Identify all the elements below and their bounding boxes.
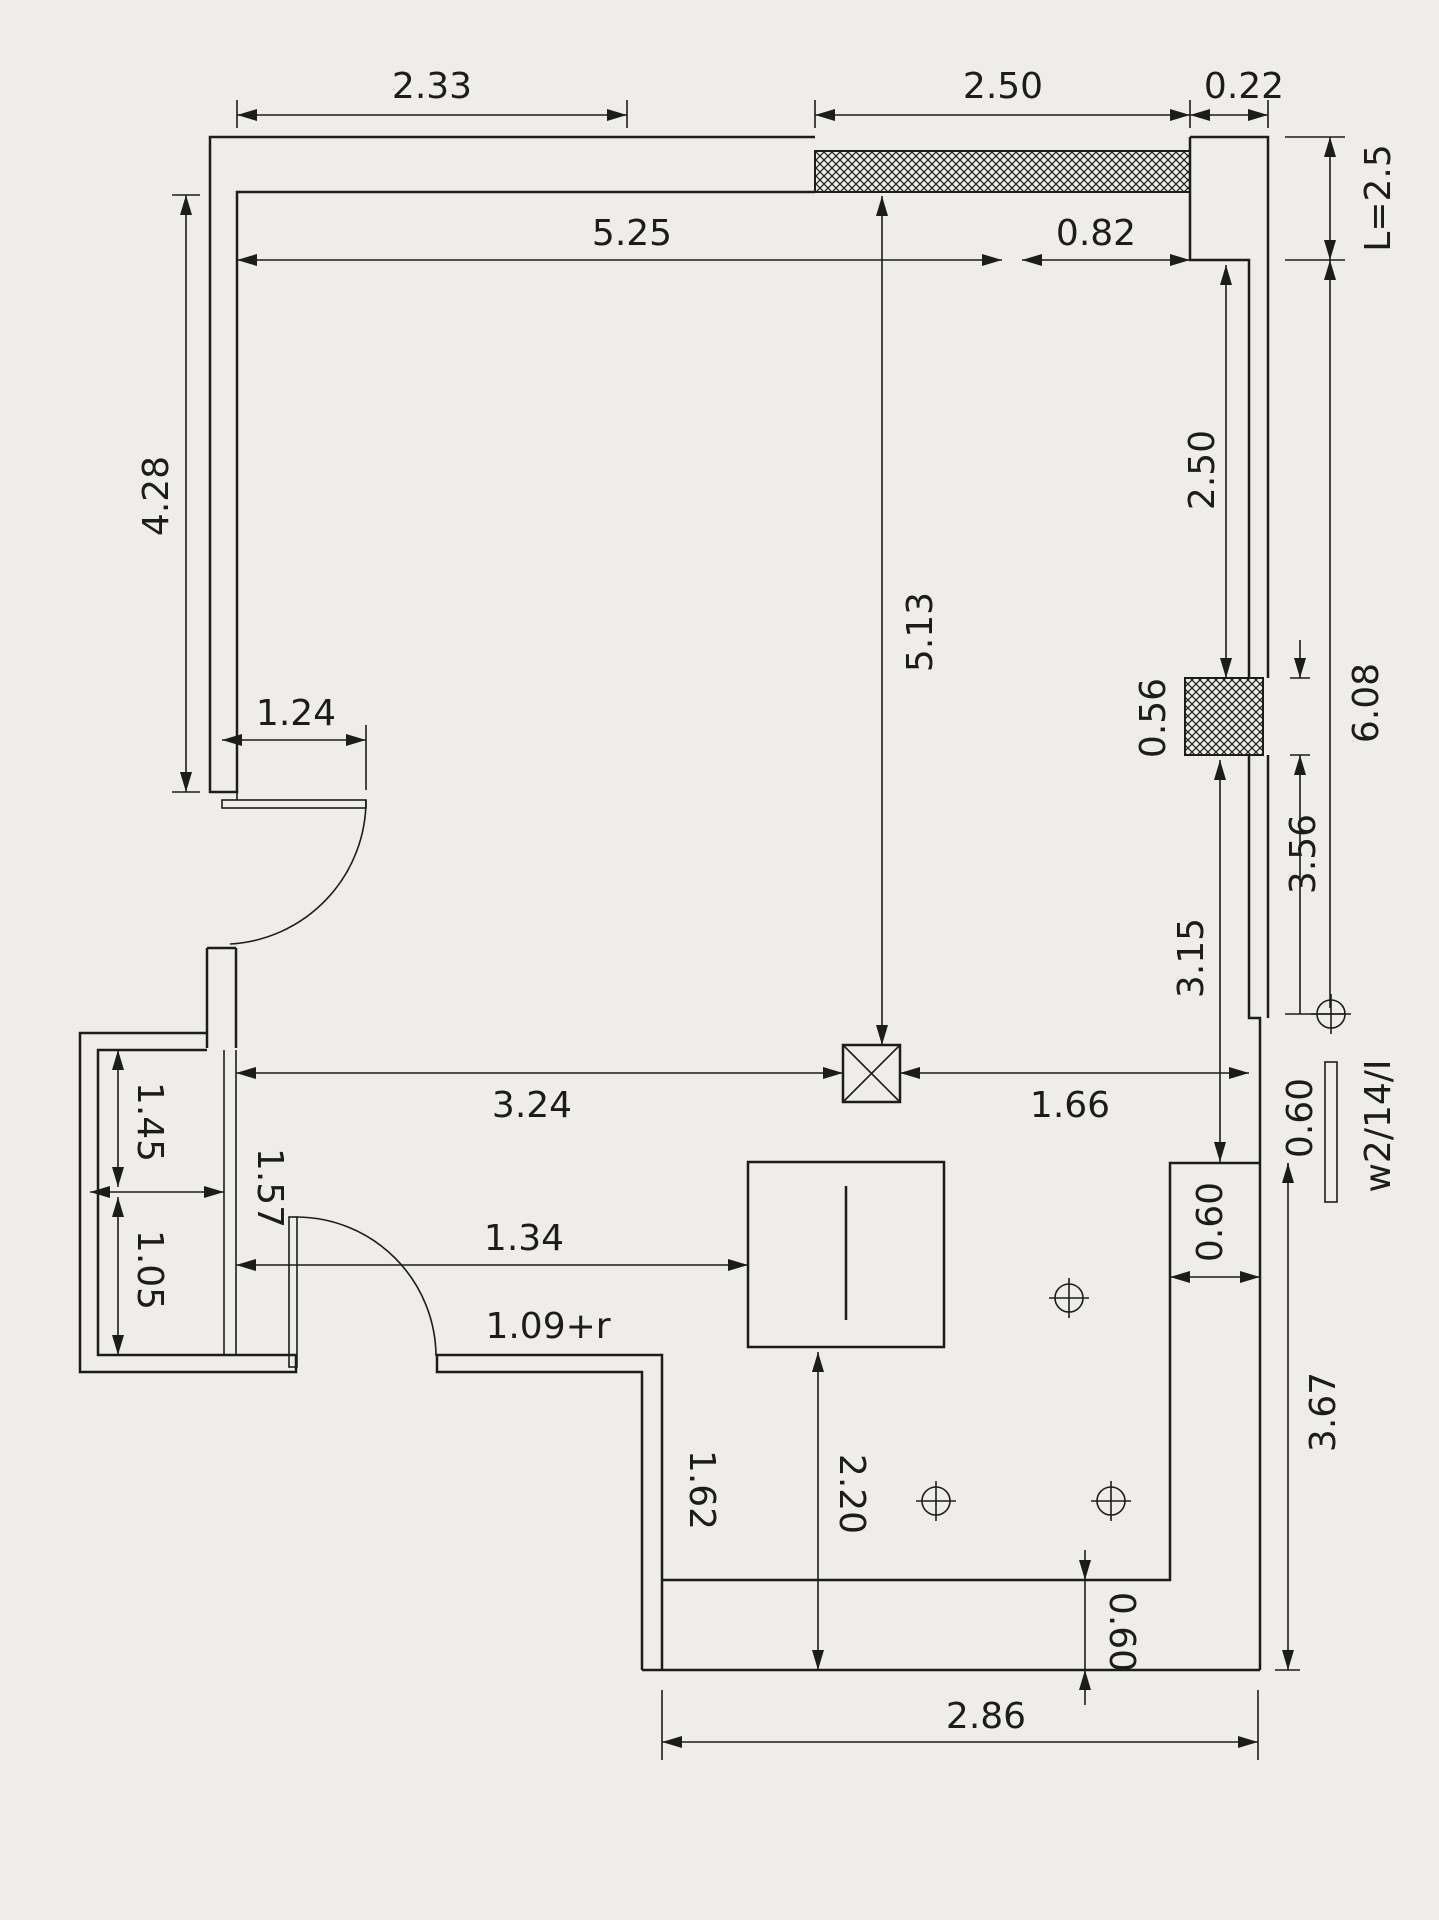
dim-box-to-bottom: 2.20 [831,1454,872,1534]
dim-lower-wall: 1.62 [681,1450,722,1530]
dim-closet-upper: 1.45 [129,1082,170,1162]
dim-right-upper: 2.50 [1182,430,1223,510]
socket-1 [1049,1278,1089,1318]
dim-step-right-width: 0.60 [1190,1182,1231,1262]
closet-wall [78,1031,298,1374]
dim-inner-top-width: 5.25 [592,213,672,254]
dim-center-height: 5.13 [900,592,941,672]
dim-column-width: 0.56 [1133,678,1174,758]
dim-center-to-right: 1.66 [1030,1085,1110,1126]
top-left-wall [208,135,815,794]
dimension-labels: 2.33 2.50 0.22 5.25 0.82 1.24 3.24 1.66 … [129,66,1399,1737]
dim-wall-thickness-right: 0.60 [1280,1078,1321,1158]
dim-door-width: 1.24 [256,693,336,734]
door-leaf-entry [221,799,367,809]
right-step-wall [662,1161,1262,1670]
doors [221,792,437,1368]
socket-3 [1091,1481,1131,1521]
left-wall-stub [205,946,238,1048]
dim-top-corner-thickness: 0.22 [1204,66,1284,107]
walls [78,135,1270,1672]
door-swing-entry [229,799,367,945]
dim-top-left-width: 2.33 [392,66,472,107]
dim-door2-label: 1.09+r [485,1306,610,1347]
dim-bottom-thickness: 0.60 [1101,1592,1142,1672]
dim-left-wall-height: 4.28 [136,456,177,536]
right-wall-middle [1247,755,1270,1163]
radiator-symbol [1324,1061,1338,1203]
dim-right-column-to-point: 3.56 [1283,814,1324,894]
dim-circuit-label: w2/14/I [1358,1059,1399,1192]
arrowheads [90,109,1336,1748]
dim-bottom-width: 2.86 [946,1696,1026,1737]
door-leaf-bath [288,1216,298,1368]
column-hatch [1184,677,1264,756]
dim-top-window-width: 2.50 [963,66,1043,107]
dim-inner-top-corner: 0.82 [1056,213,1136,254]
dim-right-to-step: 3.15 [1171,918,1212,998]
door-swing-bath [296,1216,437,1357]
dim-door-to-box: 1.34 [484,1218,564,1259]
top-right-corner-wall [1188,135,1270,678]
dim-right-overall: 6.08 [1346,663,1387,743]
lower-alcove-wall [435,1353,664,1670]
dim-lintel-label: L=2.5 [1358,144,1399,251]
dim-closet-height: 1.57 [249,1148,290,1228]
dim-right-lower: 3.67 [1303,1372,1344,1452]
dim-center-to-left: 3.24 [492,1085,572,1126]
lintel-hatch [814,150,1191,193]
dim-closet-lower: 1.05 [129,1230,170,1310]
socket-2 [916,1481,956,1521]
stove-box [746,1160,946,1349]
ceiling-light-cross [842,1044,901,1103]
